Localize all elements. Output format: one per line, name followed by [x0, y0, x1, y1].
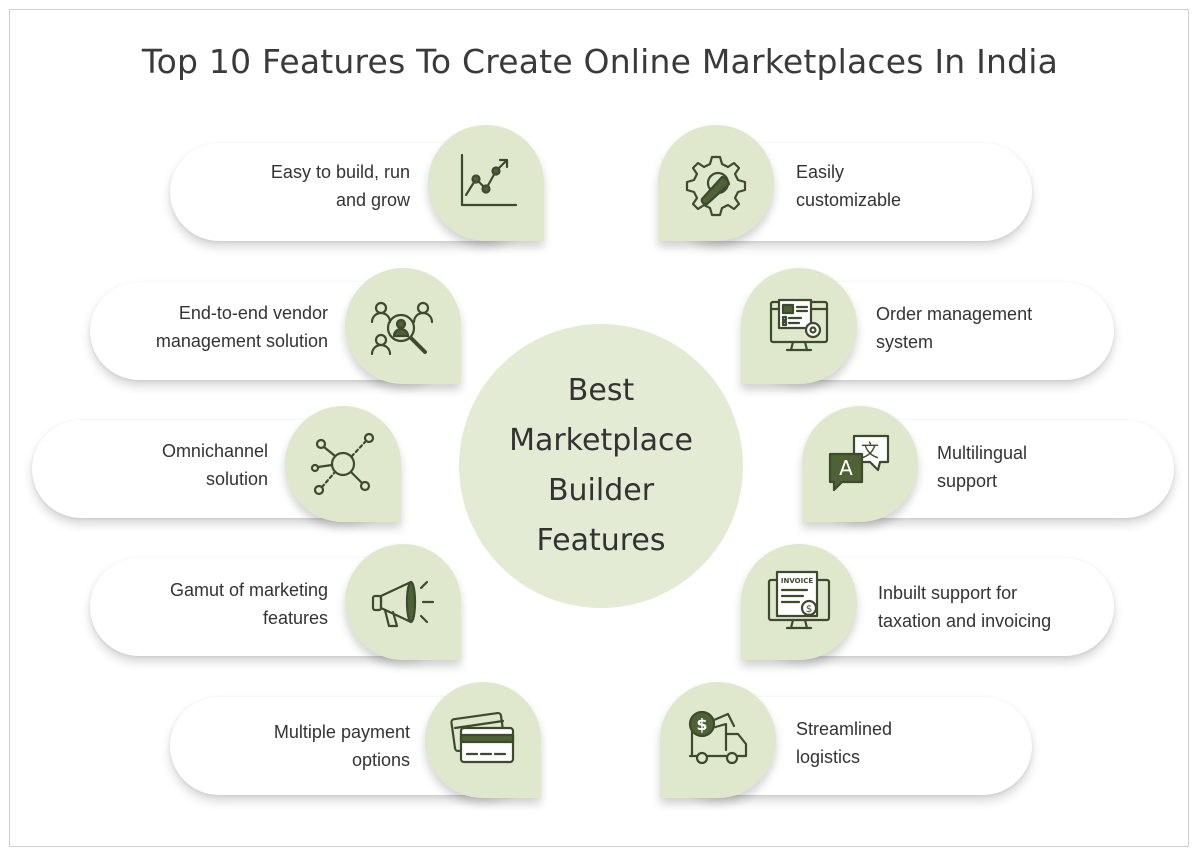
svg-text:A: A — [839, 456, 853, 480]
center-text-line-3: Builder — [547, 473, 655, 508]
feature-label-line: End-to-end vendor — [178, 303, 328, 323]
feature-label-line: Easily — [796, 162, 845, 182]
feature-label-line: customizable — [796, 190, 902, 210]
feature-label-line: options — [351, 750, 410, 770]
feature-tile-invoicing: INVOICE $ — [741, 544, 857, 660]
feature-tile-order-management — [741, 268, 857, 384]
feature-label-line: Multiple payment — [273, 722, 410, 742]
feature-label-easy-build: Easy to build, run and grow — [170, 158, 410, 214]
feature-tile-vendor-management — [345, 268, 461, 384]
feature-tile-logistics: $ — [660, 682, 776, 798]
gear-wrench-icon — [685, 155, 747, 217]
feature-label-line: Easy to build, run — [270, 162, 410, 182]
center-text-line-4: Features — [536, 523, 666, 558]
network-hub-icon — [310, 432, 375, 496]
feature-label-line: Streamlined — [796, 719, 893, 739]
translate-chat-icon: 文 A — [828, 434, 890, 492]
feature-label-multilingual: Multilingual support — [937, 439, 1177, 495]
center-text-line-1: Best — [567, 373, 635, 408]
credit-card-icon — [450, 711, 515, 764]
feature-label-line: Gamut of marketing — [169, 580, 328, 600]
feature-label-line: system — [876, 332, 934, 352]
delivery-truck-icon: $ — [688, 710, 748, 765]
feature-tile-customizable — [658, 125, 774, 241]
center-circle: Best Marketplace Builder Features — [459, 324, 743, 608]
feature-label-line: logistics — [796, 747, 861, 767]
svg-text:$: $ — [806, 604, 812, 615]
svg-text:$: $ — [696, 715, 707, 734]
vendor-search-icon — [370, 301, 434, 356]
page-title: Top 10 Features To Create Online Marketp… — [141, 42, 1059, 81]
invoice-monitor-icon: INVOICE $ — [767, 570, 831, 630]
feature-label-line: Inbuilt support for — [878, 583, 1018, 603]
feature-label-omnichannel: Omnichannel solution — [28, 437, 268, 493]
invoice-badge: INVOICE — [781, 577, 813, 585]
feature-label-logistics: Streamlined logistics — [796, 715, 1036, 771]
feature-label-line: Omnichannel — [161, 441, 268, 461]
feature-tile-multilingual: 文 A — [802, 406, 918, 522]
growth-chart-icon — [460, 153, 518, 207]
svg-text:文: 文 — [861, 441, 879, 462]
feature-label-vendor-management: End-to-end vendor management solution — [88, 299, 328, 355]
feature-label-marketing: Gamut of marketing features — [88, 576, 328, 632]
feature-label-line: features — [262, 608, 328, 628]
feature-label-payment: Multiple payment options — [170, 718, 410, 774]
feature-label-line: support — [937, 471, 998, 491]
feature-label-line: management solution — [155, 331, 328, 351]
feature-tile-easy-build — [428, 125, 544, 241]
feature-label-invoicing: Inbuilt support for taxation and invoici… — [878, 579, 1118, 635]
feature-label-line: solution — [205, 469, 268, 489]
feature-tile-omnichannel — [285, 406, 401, 522]
feature-tile-payment — [425, 682, 541, 798]
feature-label-line: taxation and invoicing — [878, 611, 1052, 631]
center-text-line-2: Marketplace — [509, 423, 693, 458]
megaphone-icon — [371, 580, 435, 628]
feature-label-customizable: Easily customizable — [796, 158, 1036, 214]
feature-label-line: Order management — [876, 304, 1033, 324]
feature-label-line: Multilingual — [937, 443, 1028, 463]
order-screen-icon — [769, 298, 829, 352]
feature-tile-marketing — [345, 544, 461, 660]
feature-label-line: and grow — [335, 190, 410, 210]
feature-label-order-management: Order management system — [876, 300, 1116, 356]
